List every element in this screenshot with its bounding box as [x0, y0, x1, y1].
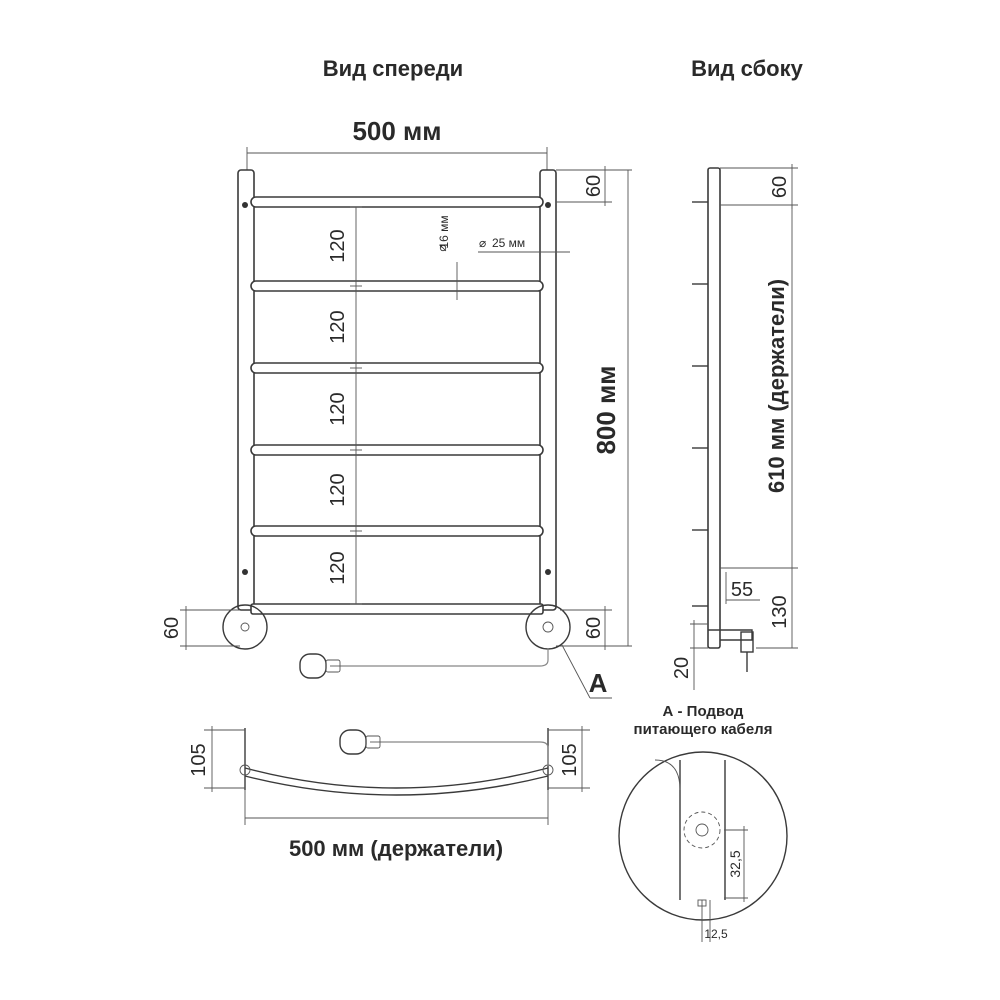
side-upright: [707, 167, 721, 649]
power-cable: [330, 648, 549, 667]
front-view-heading: Вид спереди: [323, 56, 463, 81]
curved-rail: [244, 767, 549, 789]
bottom-label: 130: [769, 595, 791, 628]
mount-hole: [545, 569, 551, 575]
detail-caption-line1: А - Подвод: [663, 703, 744, 720]
side-view: 60 610 мм (держатели) 55 130 20: [671, 164, 798, 690]
holders-label: 610 мм (держатели): [764, 279, 789, 493]
mount-hole: [545, 202, 551, 208]
right-upright: [539, 169, 557, 611]
left-upright: [237, 169, 255, 611]
detail-a: А - Подвод питающего кабеля 32,5 12,5: [618, 703, 788, 942]
detail-vertical-label: 32,5: [727, 850, 743, 877]
right-connector-circle: [525, 604, 571, 650]
bottom-crossbar: [250, 603, 544, 615]
crossbar: [250, 280, 544, 292]
crossbar: [250, 362, 544, 374]
left-connector-circle: [222, 604, 268, 650]
front-view: 500 мм 120 120 120 120 120 ⌀ 16 мм: [161, 116, 632, 699]
spacing-label: 120: [327, 551, 349, 584]
diameter-small-symbol: ⌀: [435, 244, 449, 251]
spacing-label: 120: [327, 229, 349, 262]
diameter-large-label: 25 мм: [492, 236, 525, 250]
detail-horizontal-label: 12,5: [704, 927, 728, 941]
detail-marker: A: [589, 668, 608, 698]
plug-icon: [299, 653, 327, 679]
side-top-offset-label: 60: [769, 176, 791, 198]
crossbar: [250, 444, 544, 456]
diameter-large-symbol: ⌀: [479, 236, 486, 250]
width-label: 500 мм: [352, 116, 441, 146]
bottom-offset-right-label: 60: [583, 617, 605, 639]
bottom-offset-left-label: 60: [161, 617, 183, 639]
spacing-label: 120: [327, 392, 349, 425]
spacing-label: 120: [327, 473, 349, 506]
cable-offset-label: 20: [671, 657, 693, 679]
detail-circle: [618, 751, 788, 921]
mount-hole: [242, 569, 248, 575]
crossbar: [250, 525, 544, 537]
diameter-small-label: 16 мм: [437, 215, 451, 248]
height-label: 800 мм: [591, 365, 621, 454]
mount-hole: [242, 202, 248, 208]
depth-left-label: 105: [188, 743, 210, 776]
spacing-label: 120: [327, 310, 349, 343]
crossbar: [250, 196, 544, 208]
bottom-view: 105 105 500 мм (держатели): [188, 726, 590, 861]
side-view-heading: Вид сбоку: [691, 56, 803, 81]
plug-icon: [339, 729, 367, 755]
holders-width-label: 500 мм (держатели): [289, 836, 503, 861]
depth-label: 55: [731, 579, 753, 601]
top-offset-label: 60: [583, 175, 605, 197]
depth-right-label: 105: [559, 743, 581, 776]
detail-caption-line2: питающего кабеля: [634, 721, 773, 738]
